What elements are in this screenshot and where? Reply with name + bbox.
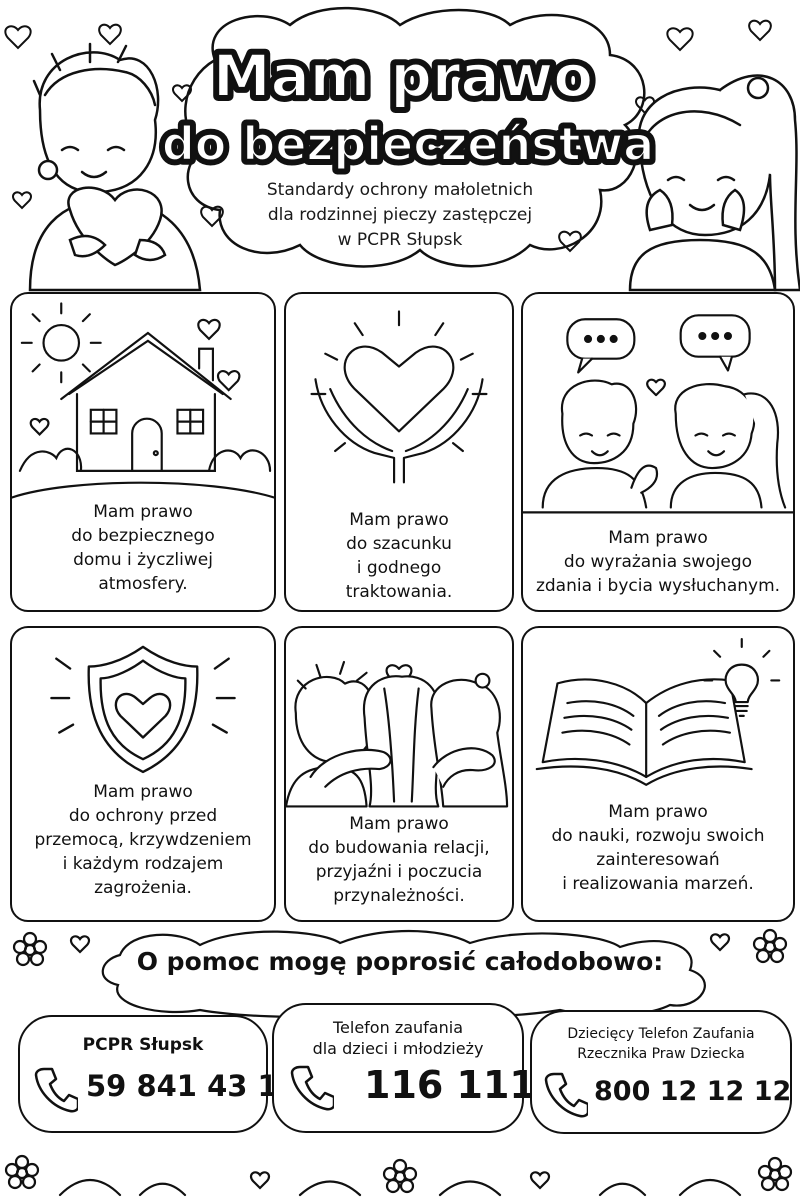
flower-icon bbox=[12, 931, 48, 967]
heart-icon bbox=[4, 25, 32, 50]
right-line: traktowania. bbox=[345, 582, 453, 602]
flower-icon bbox=[757, 1156, 793, 1192]
phone-icon bbox=[544, 1072, 588, 1118]
contact-label-line: Rzecznika Praw Dziecka bbox=[577, 1046, 745, 1062]
flower-icon bbox=[4, 1154, 40, 1190]
page-subtitle: Standardy ochrony małoletnich dla rodzin… bbox=[240, 178, 560, 253]
book-lightbulb-icon bbox=[535, 637, 781, 786]
right-line: zdania i bycia wysłuchanym. bbox=[535, 576, 781, 596]
subtitle-line: dla rodzinnej pieczy zastępczej bbox=[267, 205, 533, 225]
girl-smiling-illustration bbox=[628, 74, 800, 292]
page-title: Mam prawo Mam prawo do bezpieczeństwa do… bbox=[157, 37, 659, 176]
heart-icon bbox=[748, 19, 772, 42]
right-card-relationships: Mam prawo do budowania relacji, przyjaźn… bbox=[284, 626, 514, 922]
right-line: do wyrażania swojego bbox=[563, 552, 753, 572]
contact-label: Telefon zaufania dla dzieci i młodzieży bbox=[282, 1017, 514, 1059]
right-text: Mam prawo do nauki, rozwoju swoich zaint… bbox=[529, 800, 787, 896]
right-line: domu i życzliwej bbox=[73, 550, 213, 570]
right-text: Mam prawo do wyrażania swojego zdania i … bbox=[529, 526, 787, 598]
heart-hands-icon bbox=[310, 310, 488, 484]
right-line: zainteresowań bbox=[596, 850, 720, 870]
contact-label-line: dla dzieci i młodzieży bbox=[312, 1039, 484, 1058]
right-line: do szacunku bbox=[346, 534, 452, 554]
help-cloud bbox=[101, 929, 706, 1019]
phone-icon bbox=[34, 1067, 78, 1113]
right-text: Mam prawo do budowania relacji, przyjaźn… bbox=[292, 812, 506, 908]
right-line: Mam prawo bbox=[93, 502, 193, 522]
svg-text:do bezpieczeństwa: do bezpieczeństwa bbox=[162, 117, 654, 171]
right-card-protection: Mam prawo do ochrony przed przemocą, krz… bbox=[10, 626, 276, 922]
friends-hug-icon bbox=[286, 660, 509, 808]
contact-rpd[interactable]: Dziecięcy Telefon Zaufania Rzecznika Pra… bbox=[530, 1010, 792, 1134]
contact-label: PCPR Słupsk bbox=[28, 1035, 258, 1056]
boy-hugging-heart-illustration bbox=[28, 42, 202, 292]
contact-label-line: PCPR Słupsk bbox=[82, 1035, 204, 1055]
heart-icon bbox=[172, 84, 192, 103]
talking-children-icon bbox=[523, 314, 793, 514]
svg-text:Mam prawo: Mam prawo bbox=[213, 42, 593, 110]
right-line: przemocą, krzywdzeniem bbox=[34, 830, 252, 850]
title-cloud bbox=[184, 6, 646, 268]
shield-heart-icon bbox=[50, 645, 236, 774]
contact-label-line: Telefon zaufania bbox=[332, 1018, 463, 1037]
right-line: do ochrony przed bbox=[68, 806, 218, 826]
right-card-safe-home: Mam prawo do bezpiecznego domu i życzliw… bbox=[10, 292, 276, 612]
right-card-education: Mam prawo do nauki, rozwoju swoich zaint… bbox=[521, 626, 795, 922]
right-text: Mam prawo do szacunku i godnego traktowa… bbox=[292, 508, 506, 604]
right-card-respect: Mam prawo do szacunku i godnego traktowa… bbox=[284, 292, 514, 612]
heart-icon bbox=[709, 933, 731, 952]
right-line: i godnego bbox=[356, 558, 442, 578]
heart-icon bbox=[98, 23, 122, 46]
right-line: Mam prawo bbox=[608, 528, 708, 548]
right-line: Mam prawo bbox=[349, 814, 449, 834]
header-illustration: Mam prawo Mam prawo do bezpieczeństwa do… bbox=[4, 6, 800, 292]
help-title: O pomoc mogę poprosić całodobowo: bbox=[136, 947, 664, 976]
help-section-decoration bbox=[4, 928, 793, 1197]
contact-number[interactable]: 800 12 12 12 bbox=[594, 1076, 792, 1107]
right-line: do budowania relacji, bbox=[308, 838, 490, 858]
svg-text:Mam prawo: Mam prawo bbox=[213, 42, 593, 110]
contact-label: Dziecięcy Telefon Zaufania Rzecznika Pra… bbox=[540, 1024, 782, 1064]
flower-icon bbox=[382, 1158, 418, 1194]
contact-label-line: Dziecięcy Telefon Zaufania bbox=[567, 1026, 755, 1042]
contact-116111[interactable]: Telefon zaufania dla dzieci i młodzieży … bbox=[272, 1003, 536, 1133]
right-text: Mam prawo do ochrony przed przemocą, krz… bbox=[18, 780, 268, 900]
right-line: przyjaźni i poczucia bbox=[315, 862, 483, 882]
right-line: do nauki, rozwoju swoich bbox=[551, 826, 765, 846]
heart-icon bbox=[558, 230, 582, 253]
heart-icon bbox=[666, 27, 694, 52]
phone-icon bbox=[290, 1065, 334, 1111]
right-line: Mam prawo bbox=[608, 802, 708, 822]
right-line: zagrożenia. bbox=[94, 878, 192, 898]
heart-icon bbox=[200, 205, 224, 228]
subtitle-line: w PCPR Słupsk bbox=[337, 230, 463, 250]
right-line: atmosfery. bbox=[98, 574, 188, 594]
flower-icon bbox=[752, 928, 788, 964]
svg-text:do bezpieczeństwa: do bezpieczeństwa bbox=[162, 117, 654, 171]
subtitle-line: Standardy ochrony małoletnich bbox=[266, 180, 534, 200]
right-text: Mam prawo do bezpiecznego domu i życzliw… bbox=[18, 500, 268, 596]
right-line: Mam prawo bbox=[349, 510, 449, 530]
right-card-voice: Mam prawo do wyrażania swojego zdania i … bbox=[521, 292, 795, 612]
right-line: i realizowania marzeń. bbox=[562, 874, 754, 894]
heart-icon bbox=[69, 935, 91, 954]
house-icon bbox=[12, 302, 274, 499]
right-line: przynależności. bbox=[333, 886, 465, 906]
heart-icon bbox=[529, 1171, 551, 1190]
heart-icon bbox=[12, 191, 32, 210]
contact-number[interactable]: 59 841 43 11 bbox=[86, 1069, 298, 1103]
heart-icon bbox=[249, 1171, 271, 1190]
right-line: i każdym rodzajem bbox=[62, 854, 224, 874]
right-line: do bezpiecznego bbox=[71, 526, 215, 546]
contact-number[interactable]: 116 111 bbox=[364, 1063, 536, 1107]
contact-pcpr[interactable]: PCPR Słupsk 59 841 43 11 bbox=[18, 1015, 298, 1133]
right-line: Mam prawo bbox=[93, 782, 193, 802]
